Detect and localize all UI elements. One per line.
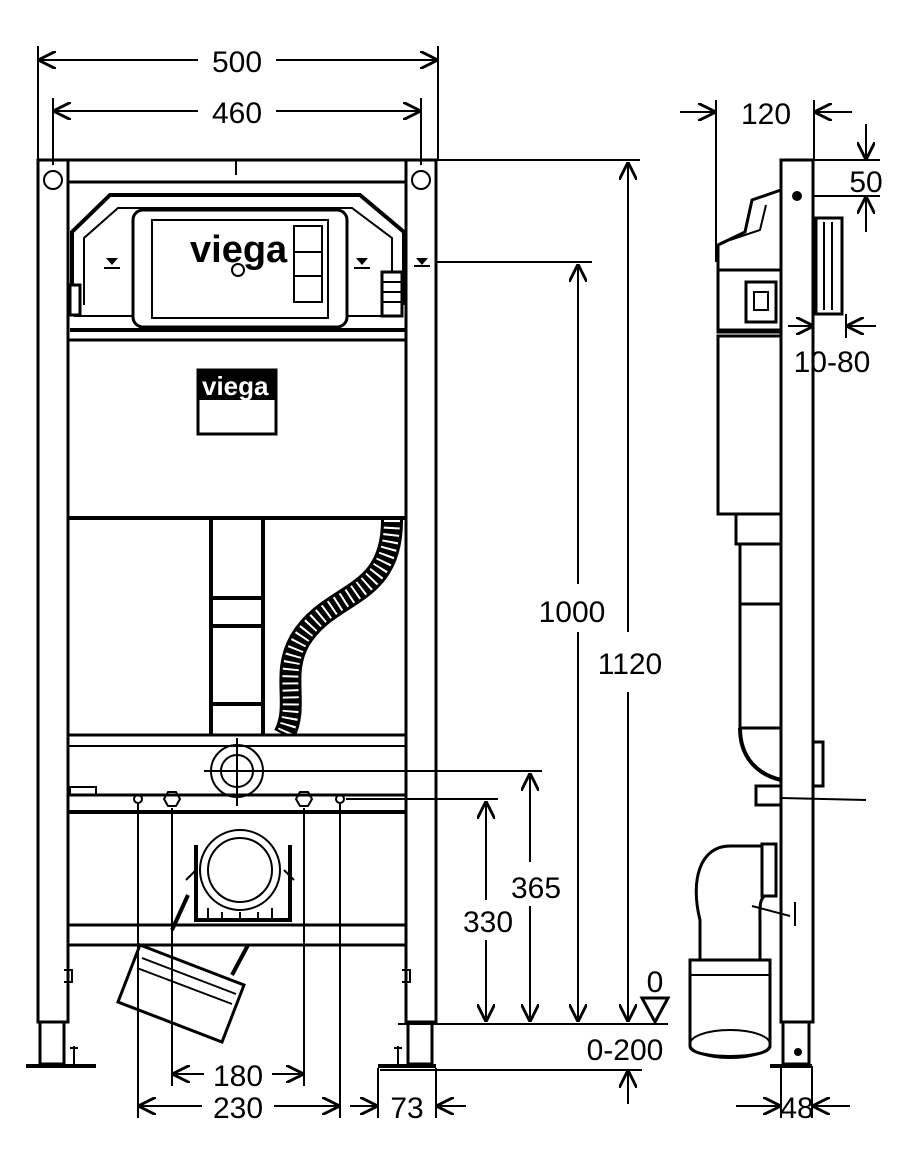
side-cistern-body [716,334,783,516]
dim-fixing-spacing: 230 [213,1092,263,1125]
dim-floor-level: 0 [647,966,664,999]
bracket-ribs-left [68,283,82,317]
right-mount-hole [411,170,431,190]
dim-depth: 120 [741,98,791,131]
wall-spacer [814,216,844,316]
brand-plate-logo: viega [202,371,269,401]
angled-drain-bend [116,894,250,1044]
dim-height-total: 1120 [598,648,663,681]
bottom-rail [66,923,408,947]
dim-width-outer: 500 [212,46,262,79]
side-frame-post [779,158,815,1024]
dim-height-actuation: 1000 [539,596,606,629]
side-dimensions: 120 50 10-80 48 [680,98,883,1125]
corrugated-hose [273,519,403,741]
side-view [688,158,867,1068]
dim-supply-height: 330 [463,906,513,939]
dim-wall-adjust: 10-80 [794,346,871,379]
bracket-ribs-right [380,270,404,318]
left-mount-hole [43,170,63,190]
drain-connector [185,829,295,922]
dim-foot-offset: 73 [390,1092,423,1125]
left-foot [26,969,96,1068]
right-foot [378,969,436,1068]
side-drain-bend [688,842,796,1059]
left-frame-post [36,158,70,1024]
dim-connector-spacing: 180 [213,1060,263,1093]
dim-foot-depth: 48 [780,1092,813,1125]
dim-flush-height: 365 [511,872,561,905]
front-view: viega viega [26,158,438,1068]
dim-top-offset: 50 [849,166,882,199]
front-dimensions: 500 460 1120 1000 365 330 0 0-2 [37,46,671,1125]
right-frame-post [404,158,438,1024]
side-flush-pipe [734,512,867,807]
flush-pipe [209,518,265,735]
actuation-bracket [70,193,406,305]
dim-foot-adjust: 0-200 [587,1034,664,1067]
side-foot [781,1020,811,1066]
dim-width-inner: 460 [212,97,262,130]
